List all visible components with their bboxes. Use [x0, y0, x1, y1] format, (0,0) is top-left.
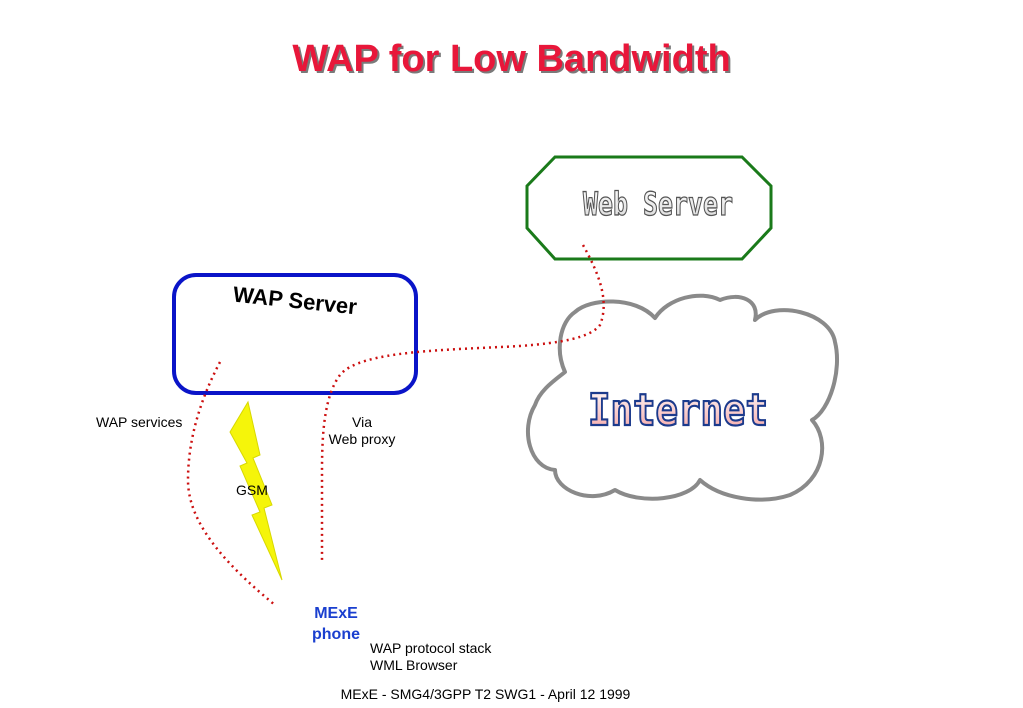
web-server-box	[525, 155, 773, 261]
gsm-lightning-icon	[229, 400, 283, 581]
via-web-proxy-label: Via Web proxy	[320, 414, 404, 448]
stack-label-line1: WAP protocol stack	[370, 640, 492, 656]
wap-server-label: WAP Server	[232, 282, 359, 320]
internet-cloud	[525, 293, 840, 502]
link-webserver-internet	[339, 244, 605, 376]
link-wapserver-phone	[186, 361, 276, 606]
stack-label-line2: WML Browser	[370, 657, 458, 673]
gsm-label: GSM	[236, 482, 268, 498]
wap-server-box	[172, 273, 418, 395]
phone-label-line1: MExE	[314, 605, 358, 622]
internet-label: Internet	[588, 385, 768, 436]
mexe-phone-label: MExE phone	[312, 603, 360, 645]
link-webproxy-phone	[320, 374, 342, 560]
web-server-label: Web Server	[583, 185, 733, 223]
slide-title: WAP for Low Bandwidth	[292, 38, 731, 80]
phone-label-line2: phone	[312, 626, 360, 643]
footer-text: MExE - SMG4/3GPP T2 SWG1 - April 12 1999	[340, 686, 631, 702]
via-label-line2: Web proxy	[328, 431, 396, 447]
via-label-line1: Via	[352, 414, 372, 430]
wap-services-label: WAP services	[96, 414, 183, 430]
slide-footer: MExE - SMG4/3GPP T2 SWG1 - April 12 1999	[0, 686, 1023, 702]
phone-stack-label: WAP protocol stack WML Browser	[370, 640, 491, 674]
